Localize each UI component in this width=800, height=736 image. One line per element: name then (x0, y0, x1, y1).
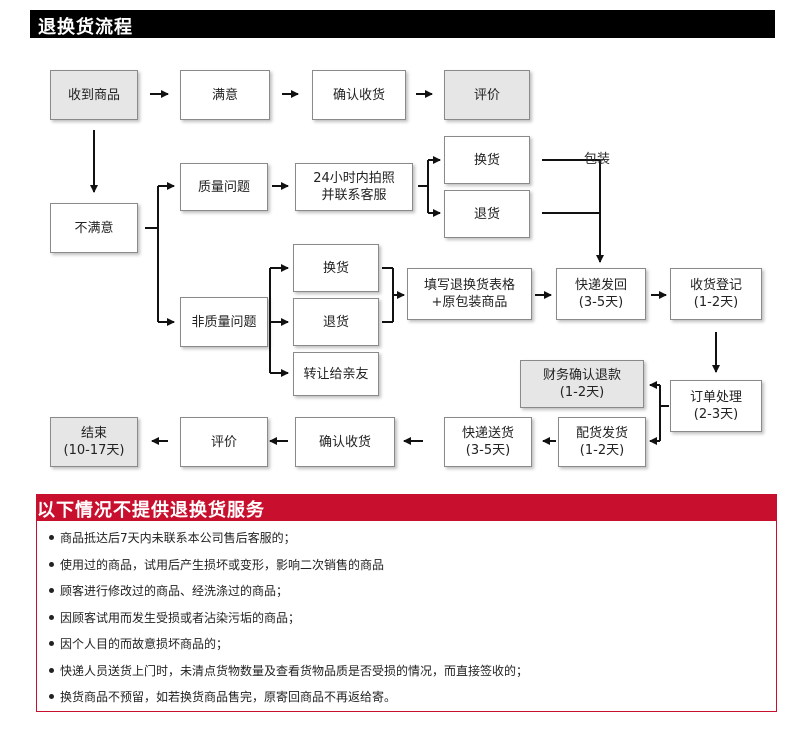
box-ship-back: 快递发回 (3-5天) (556, 268, 646, 320)
exclusion-item: 商品抵达后7天内未联系本公司售后客服的； (47, 525, 528, 552)
flow-header-bar: 退换货流程 (30, 10, 775, 38)
exclusion-text: 换货商品不预留，如若换货商品售完，原寄回商品不再返给寄。 (60, 690, 397, 704)
bullet-icon (49, 694, 54, 699)
exclusion-item: 使用过的商品，试用后产生损坏或变形，影响二次销售的商品 (47, 552, 528, 579)
bullet-icon (49, 561, 54, 567)
box-review-bottom: 评价 (180, 417, 268, 467)
box-order-processing: 订单处理 (2-3天) (670, 380, 762, 432)
box-receive-goods: 收到商品 (50, 70, 138, 120)
box-unsatisfied: 不满意 (50, 203, 138, 253)
box-return-quality: 退货 (444, 190, 530, 238)
bullet-icon (49, 588, 54, 593)
box-finance-refund: 财务确认退款 (1-2天) (520, 360, 644, 408)
exclusion-item: 顾客进行修改过的商品、经洗涤过的商品； (47, 578, 528, 605)
box-review-top: 评价 (444, 70, 530, 120)
bullet-icon (49, 535, 54, 540)
box-non-quality-issue: 非质量问题 (180, 297, 268, 347)
box-quality-issue: 质量问题 (180, 163, 268, 211)
box-dispatch: 配货发货 (1-2天) (558, 417, 646, 467)
exclusion-text: 使用过的商品，试用后产生损坏或变形，影响二次销售的商品 (60, 557, 385, 572)
bullet-icon (49, 667, 54, 673)
box-return-nonquality: 退货 (293, 298, 379, 346)
exclusions-title: 以下情况不提供退换货服务 (37, 500, 265, 521)
flow-title: 退换货流程 (38, 17, 133, 38)
exclusion-item: 因个人目的而故意损坏商品的； (47, 631, 528, 658)
box-confirm-receipt-top: 确认收货 (312, 70, 406, 120)
box-courier-delivery: 快递送货 (3-5天) (444, 417, 532, 467)
exclusion-item: 因顾客试用而发生受损或者沾染污垢的商品； (47, 605, 528, 632)
bullet-icon (49, 641, 54, 646)
exclusion-text: 因顾客试用而发生受损或者沾染污垢的商品； (60, 610, 301, 625)
bullet-icon (49, 614, 54, 620)
exclusions-panel: 以下情况不提供退换货服务 商品抵达后7天内未联系本公司售后客服的； 使用过的商品… (36, 494, 777, 712)
box-confirm-receipt-bottom: 确认收货 (295, 417, 395, 467)
exclusions-list: 商品抵达后7天内未联系本公司售后客服的； 使用过的商品，试用后产生损坏或变形，影… (47, 525, 528, 711)
box-exchange-quality: 换货 (444, 136, 530, 184)
exclusion-text: 商品抵达后7天内未联系本公司售后客服的； (60, 531, 296, 545)
box-photo-contact: 24小时内拍照 并联系客服 (295, 163, 413, 211)
exclusions-header: 以下情况不提供退换货服务 (37, 495, 776, 521)
box-transfer-to-friends: 转让给亲友 (293, 352, 379, 396)
exclusion-text: 顾客进行修改过的商品、经洗涤过的商品； (60, 584, 289, 598)
box-register-receipt: 收货登记 (1-2天) (670, 268, 762, 320)
box-fill-return-form: 填写退换货表格 +原包装商品 (407, 268, 532, 320)
exclusion-item: 换货商品不预留，如若换货商品售完，原寄回商品不再返给寄。 (47, 684, 528, 711)
box-end: 结束 (10-17天) (50, 417, 138, 467)
label-packaging: 包装 (584, 152, 611, 167)
exclusion-text: 快递人员送货上门时，未清点货物数量及查看货物品质是否受损的情况，而直接签收的； (60, 663, 529, 678)
box-satisfied: 满意 (180, 70, 270, 120)
exclusion-text: 因个人目的而故意损坏商品的； (60, 637, 229, 651)
exclusion-item: 快递人员送货上门时，未清点货物数量及查看货物品质是否受损的情况，而直接签收的； (47, 658, 528, 685)
box-exchange-nonquality: 换货 (293, 244, 379, 292)
